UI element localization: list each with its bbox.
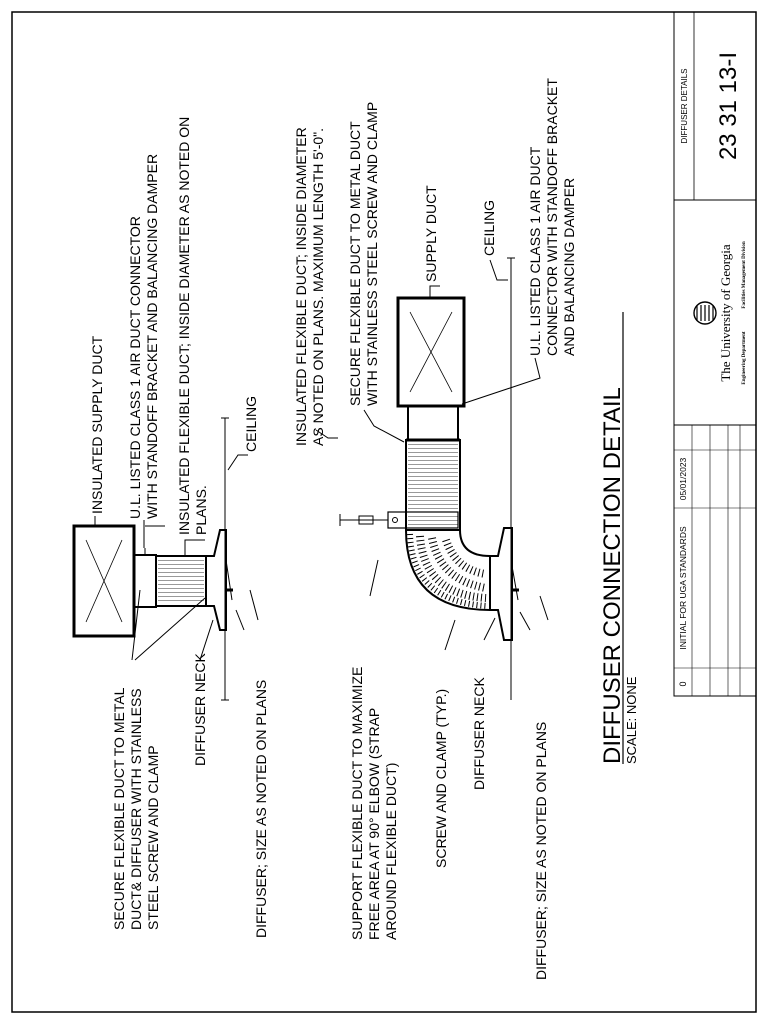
left-detail-diagram xyxy=(72,417,259,701)
right-label-screw-clamp: SCREW AND CLAMP (TYP.) xyxy=(433,689,449,868)
right-label-support-line3: AROUND FLEXIBLE DUCT) xyxy=(383,763,399,940)
left-label-ceiling: CEILING xyxy=(243,396,259,452)
organization-division: Facilities Management Division xyxy=(742,241,747,308)
right-detail-diagram xyxy=(315,257,549,700)
left-label-flex-duct-line2: PLANS. xyxy=(193,485,209,535)
sheet-number: 23 31 13-I xyxy=(715,52,742,160)
revision-description: INITIAL FOR UGA STANDARDS xyxy=(678,526,688,650)
left-label-insulated-supply-duct: INSULATED SUPPLY DUCT xyxy=(89,335,105,514)
right-label-ceiling: CEILING xyxy=(481,200,497,256)
right-label-ul-line2: CONNECTOR WITH STANDOFF BRACKET xyxy=(544,78,560,356)
title-block: 0 INITIAL FOR UGA STANDARDS 05/01/2023 T… xyxy=(673,11,757,697)
right-label-flex-duct-line2: AS NOTED ON PLANS. MAXIMUM LENGTH 5'-0". xyxy=(310,128,326,446)
right-label-secure-line2: WITH STAINLESS STEEL SCREW AND CLAMP xyxy=(364,102,380,406)
right-label-diffuser-size: DIFFUSER; SIZE AS NOTED ON PLANS xyxy=(533,722,549,980)
detail-title: DIFFUSER CONNECTION DETAIL xyxy=(599,387,626,764)
right-label-support-line2: FREE AREA AT 90° ELBOW (STRAP xyxy=(366,708,382,940)
right-label-supply-duct: SUPPLY DUCT xyxy=(423,185,439,282)
right-label-support-line1: SUPPORT FLEXIBLE DUCT TO MAXIMIZE xyxy=(349,667,365,940)
revision-number: 0 xyxy=(678,681,688,686)
organization-name: The University of Georgia xyxy=(718,244,733,382)
right-label-diffuser-neck: DIFFUSER NECK xyxy=(471,677,487,790)
left-label-ul-connector-line2: WITH STANDOFF BRACKET AND BALANCING DAMP… xyxy=(144,154,160,519)
sheet-title: DIFFUSER DETAILS xyxy=(680,69,689,144)
left-label-secure-line3: STEEL SCREW AND CLAMP xyxy=(145,745,161,930)
organization-department: Engineering Department xyxy=(742,331,747,385)
left-label-flex-duct-line1: INSULATED FLEXIBLE DUCT; INSIDE DIAMETER… xyxy=(176,117,192,535)
right-label-flex-duct-line1: INSULATED FLEXIBLE DUCT; INSIDE DIAMETER xyxy=(293,127,309,446)
left-label-secure-line1: SECURE FLEXIBLE DUCT TO METAL xyxy=(111,687,127,930)
right-label-ul-line1: U.L. LISTED CLASS 1 AIR DUCT xyxy=(527,146,543,356)
scale-note: SCALE: NONE xyxy=(624,676,639,764)
drawing-title: DIFFUSER CONNECTION DETAIL SCALE: NONE xyxy=(599,312,639,764)
left-label-diffuser-neck: DIFFUSER NECK xyxy=(192,653,208,766)
left-label-diffuser-size: DIFFUSER; SIZE AS NOTED ON PLANS xyxy=(253,680,269,938)
university-seal-logo xyxy=(693,301,717,325)
revision-date: 05/01/2023 xyxy=(678,457,688,500)
right-label-secure-line1: SECURE FLEXIBLE DUCT TO METAL DUCT xyxy=(347,121,363,406)
right-label-ul-line3: AND BALANCING DAMPER xyxy=(561,178,577,356)
left-label-secure-line2: DUCT& DIFFUSER WITH STAINLESS xyxy=(128,688,144,930)
left-label-ul-connector-line1: U.L. LISTED CLASS 1 AIR DUCT CONNECTOR xyxy=(127,216,143,519)
